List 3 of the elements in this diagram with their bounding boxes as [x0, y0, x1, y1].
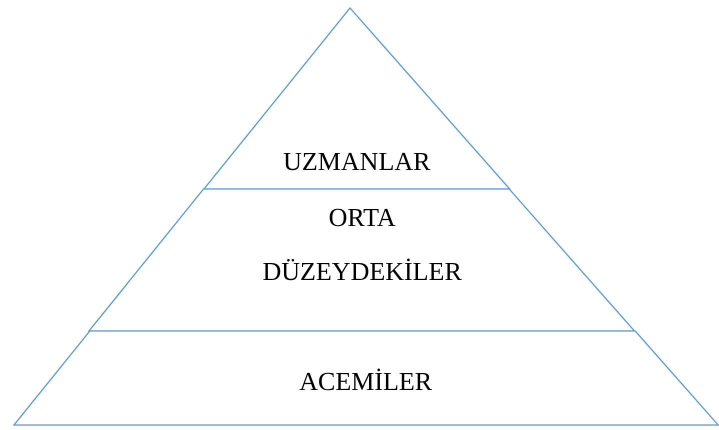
tier-label: ORTA DÜZEYDEKİLER [262, 202, 462, 288]
tier-label: UZMANLAR [283, 146, 430, 178]
tier-label: ACEMİLER [299, 366, 432, 398]
